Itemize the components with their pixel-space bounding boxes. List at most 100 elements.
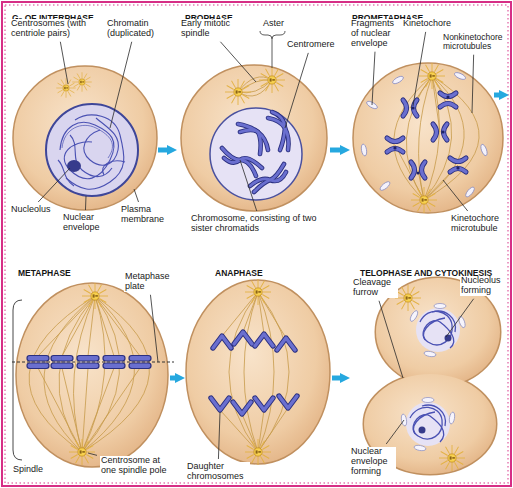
kinetochore xyxy=(456,166,459,169)
leader-line xyxy=(285,53,308,128)
envelope-fragment xyxy=(414,444,427,451)
callout-label: Chromosome, consisting of two sister chr… xyxy=(190,214,332,234)
spindle-pole xyxy=(82,283,108,309)
envelope-fragment xyxy=(434,304,446,309)
centrosome xyxy=(72,72,92,92)
cell-membrane xyxy=(186,280,330,464)
spindle-fiber xyxy=(419,76,432,200)
callout-label: Aster xyxy=(262,19,285,29)
chromatin xyxy=(84,118,119,165)
chromatin xyxy=(58,115,125,189)
nucleus xyxy=(46,104,138,196)
spindle-fiber xyxy=(220,410,258,452)
cell-membrane xyxy=(186,280,330,464)
chromosome xyxy=(222,112,289,192)
chromosome xyxy=(129,363,151,369)
spindle-fiber xyxy=(258,292,274,452)
leader-line xyxy=(472,55,474,113)
callout-label: Nucleolus forming xyxy=(460,276,506,296)
chromosome xyxy=(211,332,297,414)
leader-line xyxy=(386,420,404,444)
leader-line xyxy=(443,180,468,211)
nucleolus xyxy=(419,335,452,434)
stage-arrow xyxy=(330,148,344,153)
spindle-fiber xyxy=(38,368,82,452)
chromosome xyxy=(222,112,289,192)
spindle-fiber xyxy=(238,80,272,92)
callout-label: Nuclear envelope forming xyxy=(350,447,396,477)
chromosome xyxy=(211,332,297,414)
chromatin xyxy=(413,415,444,442)
callout-label: Kinetochore xyxy=(402,19,452,29)
envelope-fragment xyxy=(392,75,405,85)
nucleolus xyxy=(445,335,452,342)
chromatin xyxy=(62,125,112,158)
cell-membrane xyxy=(181,65,327,211)
nucleolus xyxy=(419,427,426,434)
chromosome xyxy=(27,356,49,362)
chromosome xyxy=(27,356,151,369)
cell-membrane xyxy=(16,283,168,467)
centrosome xyxy=(56,72,92,98)
cell-membrane xyxy=(13,66,157,210)
spindle-fiber xyxy=(38,296,95,356)
spindle-pole xyxy=(411,187,437,213)
spindle-fiber xyxy=(258,408,288,452)
spindle-pole xyxy=(245,279,271,305)
spindle-bracket xyxy=(13,300,22,460)
chromatin xyxy=(423,321,454,348)
envelope-fragment xyxy=(400,304,466,452)
chromosome xyxy=(77,363,99,369)
kinetochore xyxy=(441,130,444,133)
phase-heading: ANAPHASE xyxy=(215,269,263,279)
nucleus xyxy=(210,108,302,200)
spindle-fiber xyxy=(95,296,114,356)
chromatin xyxy=(66,115,124,189)
spindle-fiber xyxy=(222,292,258,336)
spindle-fiber xyxy=(229,292,258,452)
spindle-bracket xyxy=(13,300,22,460)
aster-bracket xyxy=(260,31,285,39)
callout-label: Metaphase plate xyxy=(124,272,174,292)
envelope-fragment xyxy=(360,71,488,198)
spindle-fiber xyxy=(244,292,258,452)
chromatin xyxy=(422,405,445,426)
chromosome xyxy=(129,356,151,362)
leader-line xyxy=(110,42,132,128)
chromosome xyxy=(387,93,466,178)
kinetochore xyxy=(393,95,459,174)
phase-panel: PROPHASE xyxy=(177,6,330,226)
callout-label: Nucleolus xyxy=(10,205,52,215)
spindle-fiber xyxy=(82,368,114,452)
chromosome xyxy=(387,93,466,178)
callout-label: Cleavage furrow xyxy=(352,278,398,298)
phase-heading: METAPHASE xyxy=(18,269,71,279)
callout-label: Nonkinetochore microtubules xyxy=(442,33,506,52)
spindle-fiber xyxy=(242,414,258,452)
centrosome xyxy=(395,285,421,311)
spindle-fiber xyxy=(88,296,95,356)
spindle-fiber xyxy=(82,296,120,452)
aster-bracket xyxy=(272,39,273,68)
phase-panel: ANAPHASE xyxy=(185,261,332,482)
spindle-fiber xyxy=(220,292,289,452)
callout-label: Nuclear envelope xyxy=(62,213,108,233)
leader-line xyxy=(150,295,158,362)
envelope-fragment xyxy=(424,350,437,357)
envelope-fragment xyxy=(454,71,467,81)
kinetochore xyxy=(393,146,396,149)
callout-label: Centrosomes (with centriole pairs) xyxy=(10,19,106,39)
aster xyxy=(225,67,285,105)
spindle-fiber xyxy=(82,296,105,452)
nucleus xyxy=(46,104,138,196)
picture-frame xyxy=(5,5,508,483)
envelope-fragment xyxy=(409,310,419,323)
spindle-fiber xyxy=(243,292,258,332)
centrosome xyxy=(56,78,76,98)
spindle-pole xyxy=(245,279,271,465)
